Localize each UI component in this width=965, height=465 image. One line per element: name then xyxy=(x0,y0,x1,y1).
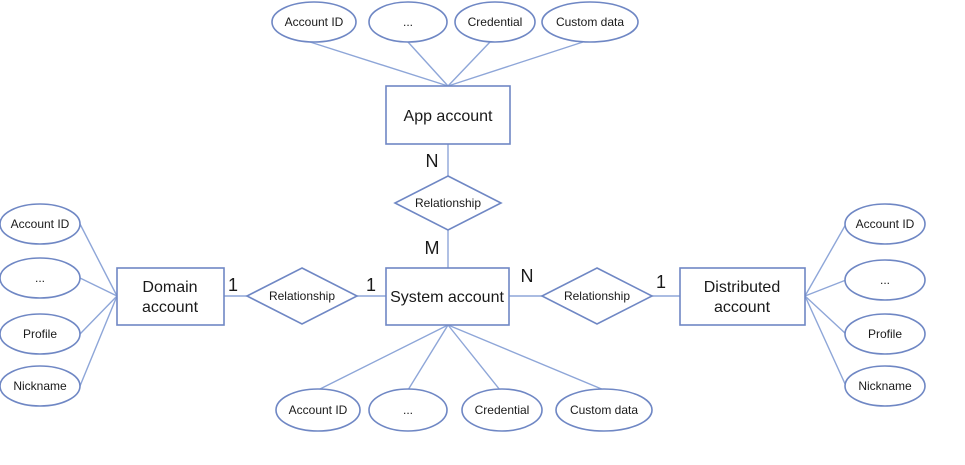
entity-distributed-account: Distributed account xyxy=(679,267,806,326)
attr-dist-nickname-label: Nickname xyxy=(858,379,912,393)
attr-dist-nickname xyxy=(844,365,926,407)
attr-domain-ellipsis-label: ... xyxy=(35,271,45,285)
attr-domain-account-id-label: Account ID xyxy=(11,217,70,231)
connector-system-attr-2 xyxy=(407,324,449,391)
relationship-app-system: Relationship xyxy=(393,175,503,231)
connector-system-attr-4 xyxy=(447,324,605,391)
entity-app-account-box xyxy=(385,85,511,145)
connector-app-attr-2 xyxy=(407,41,449,87)
connector-app-attr-1 xyxy=(309,41,449,87)
connector-app-attr-4 xyxy=(447,41,584,87)
connectors xyxy=(79,41,847,391)
relationship-app-system-label: Relationship xyxy=(415,196,481,210)
relationship-domain-system-diamond xyxy=(245,267,359,325)
attr-system-account-id-label: Account ID xyxy=(289,403,348,417)
attr-dist-ellipsis xyxy=(844,259,926,301)
entity-domain-account-box xyxy=(116,267,225,326)
attr-app-custom-data-label: Custom data xyxy=(556,15,624,29)
attr-system-account-id xyxy=(275,388,361,432)
connector-app-attr-3 xyxy=(447,41,491,87)
attr-dist-account-id xyxy=(844,203,926,245)
attr-domain-profile-label: Profile xyxy=(23,327,57,341)
relationship-app-system-diamond xyxy=(393,175,503,231)
attr-system-ellipsis-label: ... xyxy=(403,403,413,417)
entity-distributed-account-label-line2: account xyxy=(714,299,771,316)
cardinality-system-1: 1 xyxy=(366,275,376,295)
relationship-domain-system: Relationship xyxy=(245,267,359,325)
attr-domain-profile xyxy=(0,313,81,355)
entity-domain-account-label-line2: account xyxy=(142,299,199,316)
connector-dist-attr-1 xyxy=(804,223,847,297)
relationship-system-distributed-label: Relationship xyxy=(564,289,630,303)
domain-attributes: Account ID ... Profile Nickname xyxy=(0,203,81,407)
attr-system-custom-data xyxy=(555,388,653,432)
attr-dist-profile xyxy=(844,313,926,355)
connector-system-attr-3 xyxy=(447,324,501,391)
attr-app-account-id xyxy=(271,1,357,43)
relationship-domain-system-label: Relationship xyxy=(269,289,335,303)
attr-app-ellipsis xyxy=(368,1,448,43)
attr-dist-profile-label: Profile xyxy=(868,327,902,341)
entity-domain-account: Domain account xyxy=(116,267,225,326)
entity-distributed-account-box xyxy=(679,267,806,326)
entity-app-account-label: App account xyxy=(404,108,494,125)
attr-system-ellipsis xyxy=(368,388,448,432)
connector-dist-attr-4 xyxy=(804,295,847,387)
attr-app-custom-data xyxy=(541,1,639,43)
entity-system-account-label: System account xyxy=(390,289,504,306)
relationship-system-distributed: Relationship xyxy=(540,267,654,325)
attr-system-custom-data-label: Custom data xyxy=(570,403,638,417)
attr-system-credential-label: Credential xyxy=(475,403,530,417)
entity-system-account: System account xyxy=(385,267,510,326)
attr-domain-account-id xyxy=(0,203,81,245)
attr-dist-account-id-label: Account ID xyxy=(856,217,915,231)
connector-dist-attr-2 xyxy=(804,279,847,297)
connector-domain-attr-3 xyxy=(79,295,118,335)
connector-dist-attr-3 xyxy=(804,295,847,335)
connector-system-attr-1 xyxy=(317,324,449,391)
attr-dist-ellipsis-label: ... xyxy=(880,273,890,287)
connector-domain-attr-4 xyxy=(79,295,118,387)
cardinality-system-m: M xyxy=(425,238,440,258)
system-attributes: Account ID ... Credential Custom data xyxy=(275,388,653,432)
attr-app-ellipsis-label: ... xyxy=(403,15,413,29)
attr-domain-ellipsis xyxy=(0,257,81,299)
attr-app-credential xyxy=(454,1,536,43)
cardinality-distributed-1: 1 xyxy=(656,272,666,292)
entity-system-account-box xyxy=(385,267,510,326)
attr-domain-nickname xyxy=(0,365,81,407)
attr-domain-nickname-label: Nickname xyxy=(13,379,67,393)
distributed-attributes: Account ID ... Profile Nickname xyxy=(844,203,926,407)
attr-app-account-id-label: Account ID xyxy=(285,15,344,29)
entity-app-account: App account xyxy=(385,85,511,145)
entity-domain-account-label-line1: Domain xyxy=(142,279,197,296)
relationship-system-distributed-diamond xyxy=(540,267,654,325)
cardinality-system-n: N xyxy=(521,266,534,286)
connector-domain-attr-2 xyxy=(79,277,118,297)
cardinality-app-n: N xyxy=(426,151,439,171)
attr-system-credential xyxy=(461,388,543,432)
connector-domain-attr-1 xyxy=(79,223,118,297)
entity-distributed-account-label-line1: Distributed xyxy=(704,279,780,296)
attr-app-credential-label: Credential xyxy=(468,15,523,29)
cardinality-domain-1: 1 xyxy=(228,275,238,295)
app-attributes: Account ID ... Credential Custom data xyxy=(271,1,639,43)
